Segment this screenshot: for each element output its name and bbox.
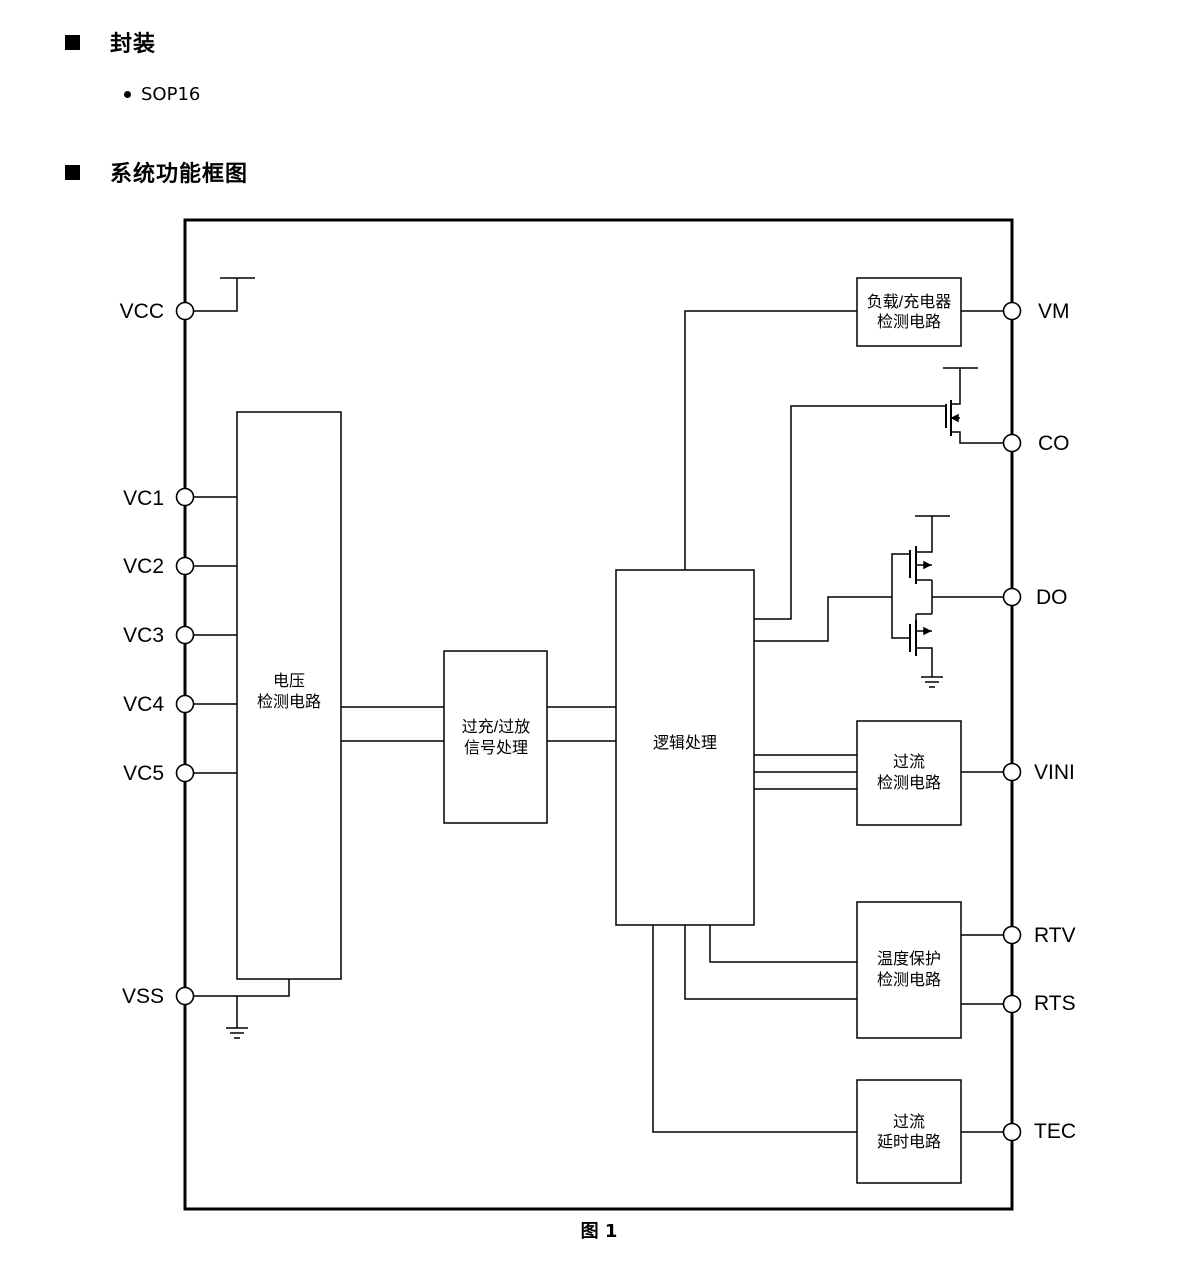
ov-signal-block [443, 650, 548, 824]
dot-bullet-icon [124, 91, 131, 98]
figure-caption: 图 1 [581, 1221, 618, 1242]
pin-label-vc1: VC1 [123, 487, 164, 510]
pin-label-vc5: VC5 [123, 762, 164, 785]
oc-delay-block [856, 1079, 962, 1184]
pin-label-do: DO [1036, 586, 1068, 609]
logic-label: 逻辑处理 [653, 734, 717, 752]
pin-vm-icon [1002, 301, 1022, 321]
pin-label-vss: VSS [122, 985, 164, 1008]
pin-label-vc2: VC2 [123, 555, 164, 578]
pin-vc5-icon [175, 763, 195, 783]
pin-markers-left [175, 301, 195, 1006]
overcurrent-detect-label-2: 检测电路 [877, 774, 941, 792]
ov-signal-label-1: 过充/过放 [462, 718, 530, 736]
pin-label-rtv: RTV [1034, 924, 1076, 947]
pin-vc3-icon [175, 625, 195, 645]
pin-tec-icon [1002, 1122, 1022, 1142]
overcurrent-detect-block [856, 720, 962, 826]
oc-delay-label-2: 延时电路 [877, 1133, 941, 1151]
diagram-heading-text: 系统功能框图 [110, 162, 249, 187]
load-detect-block [856, 277, 962, 347]
voltage-detect-label-2: 检测电路 [257, 693, 321, 711]
ov-signal-label-2: 信号处理 [464, 739, 528, 757]
package-heading: 封装 [65, 26, 156, 58]
pin-label-vm: VM [1038, 300, 1070, 323]
pin-vcc-icon [175, 301, 195, 321]
package-item: SOP16 [124, 84, 200, 105]
pin-do-icon [1002, 587, 1022, 607]
ground-icon [226, 1027, 248, 1039]
voltage-detect-label-1: 电压 [273, 672, 305, 690]
pin-label-vc3: VC3 [123, 624, 164, 647]
temp-detect-block [856, 901, 962, 1039]
pin-vini-icon [1002, 762, 1022, 782]
pin-rts-icon [1002, 994, 1022, 1014]
pin-vc1-icon [175, 487, 195, 507]
chip-outline [183, 218, 1014, 1211]
wires [194, 277, 1003, 1133]
pin-co-icon [1002, 433, 1022, 453]
pin-label-vcc: VCC [120, 300, 164, 323]
package-heading-text: 封装 [110, 32, 157, 57]
square-bullet-icon [65, 34, 80, 50]
pin-label-vini: VINI [1034, 761, 1075, 784]
load-detect-label-1: 负载/充电器 [867, 293, 951, 311]
square-bullet-icon [65, 164, 80, 180]
pin-vss-icon [175, 986, 195, 1006]
package-item-text: SOP16 [141, 84, 201, 105]
temp-detect-label-2: 检测电路 [877, 971, 941, 989]
temp-detect-label-1: 温度保护 [877, 950, 941, 968]
overcurrent-detect-label-1: 过流 [893, 753, 925, 771]
pin-markers-right [1002, 301, 1022, 1142]
pin-label-vc4: VC4 [123, 693, 164, 716]
diagram-heading: 系统功能框图 [65, 156, 248, 188]
pin-label-co: CO [1038, 432, 1070, 455]
pin-label-tec: TEC [1034, 1120, 1076, 1143]
load-detect-label-2: 检测电路 [877, 313, 941, 331]
pin-label-rts: RTS [1034, 992, 1076, 1015]
oc-delay-label-1: 过流 [893, 1113, 925, 1131]
pin-rtv-icon [1002, 925, 1022, 945]
pin-vc2-icon [175, 556, 195, 576]
pin-vc4-icon [175, 694, 195, 714]
do-cmos-icon [891, 515, 1003, 688]
co-mosfet-icon [943, 367, 1003, 444]
